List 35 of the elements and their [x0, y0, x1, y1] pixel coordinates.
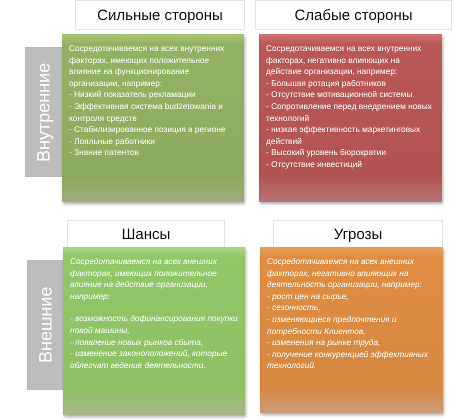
list-item: - Низкий показатель рекламации [69, 89, 197, 101]
heading-box: Слабые стороны [255, 0, 452, 30]
description-text: Сосредотачиваемся на всех внешних факторах, имеющих положительное влияние на действие организации, например: [70, 256, 218, 302]
row-band [25, 47, 62, 177]
list-item: - Отсутствие мотивационной системы [266, 89, 414, 101]
row-label: Внутренние [32, 61, 54, 164]
list-item: - Эффективная система budżetowania и контроля средств [69, 100, 224, 124]
list-item: - Сопротивление перед внедрением новых технологий [266, 100, 433, 124]
row-label: Внешние [34, 286, 56, 366]
description-text: Сосредотачиваемся на всех внешних факторах, негативно влияющих на деятельность организации, например: [267, 256, 423, 291]
list-item: - изменение законоположений, которые облегчат ведение деятельности. [70, 348, 228, 372]
list-item: - возможность дофинансирования покупки новой машины, [70, 313, 238, 337]
quadrant-card [63, 247, 245, 415]
list-item: - появление новых рынков сбыта, [70, 336, 204, 348]
list-item: - рост цен на сырье, [267, 290, 350, 302]
heading-box: Сильные стороны [75, 0, 245, 30]
quadrant-card [260, 247, 443, 413]
list-item: - изменяющиеся предпочтения и потребности Клиентов, [267, 314, 398, 338]
list-item: - низкая эффективность маркетинговых действий [266, 124, 422, 148]
heading-box: Шансы [67, 220, 225, 248]
description-text: Сосредотачиваемся на всех внутренних факторах, негативно влияющих на действие организации, например: [266, 43, 422, 78]
list-item: - получение конкуренцией эффективных технологий. [267, 348, 429, 372]
list-item: - изменения на рынке труда, [267, 337, 382, 349]
list-item: - Большая ротация работников [266, 78, 387, 90]
description-text: Сосредотачиваемся на всех внутренних факторах, имеющих положительное влияние на функционирование организации, например: [69, 43, 226, 90]
list-item: - Отсутствие инвестиций [266, 158, 363, 171]
quadrant-card [62, 34, 244, 202]
list-item: - Знание патентов [69, 147, 140, 159]
list-item: - сезонность, [267, 302, 322, 314]
row-band [27, 260, 63, 390]
quadrant-card [259, 34, 442, 202]
heading-box: Угрозы [273, 220, 443, 248]
list-item: - Стабилизированное позиция в регионе [69, 124, 227, 136]
list-item: - Высокий уровень бюрократии [266, 147, 387, 159]
list-item: - Лояльные работники [69, 136, 156, 148]
